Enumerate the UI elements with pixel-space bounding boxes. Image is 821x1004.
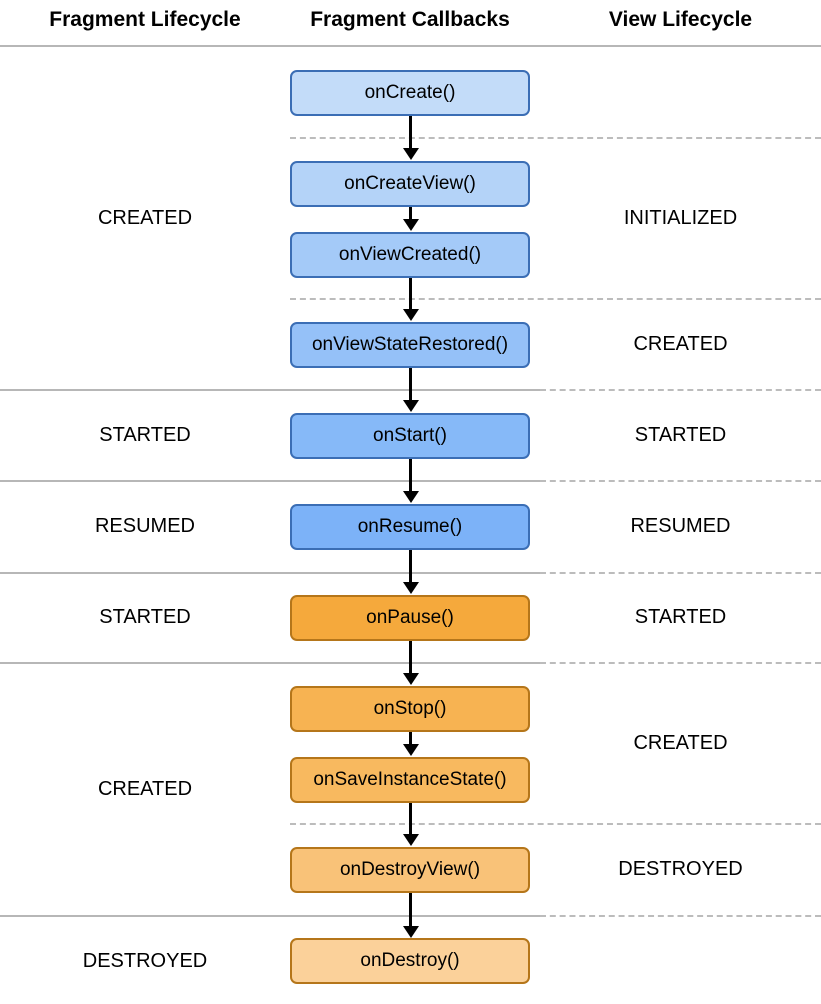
separator-solid-1 (0, 389, 540, 391)
callback-box-onviewstaterestored[interactable]: onViewStateRestored() (290, 322, 530, 368)
arrow-onstop-to-onsaveinstancestate (402, 732, 419, 756)
view-state-started-1: STARTED (634, 424, 727, 446)
arrow-oncreateview-to-onviewcreated (402, 207, 419, 231)
view-state-created-2: CREATED (633, 732, 728, 754)
arrow-onviewcreated-to-onviewstaterestored (402, 278, 419, 321)
separator-dashed-3 (540, 389, 821, 391)
separator-solid-2 (0, 480, 540, 482)
arrow-onstart-to-onresume (402, 459, 419, 503)
callback-box-ondestroy[interactable]: onDestroy() (290, 938, 530, 984)
arrow-onsaveinstancestate-to-ondestroyview (402, 802, 419, 846)
arrow-onpause-to-onstop (402, 641, 419, 685)
fragment-state-resumed: RESUMED (94, 515, 195, 537)
callback-box-oncreate[interactable]: onCreate() (290, 70, 530, 116)
column-header-fragment-callbacks: Fragment Callbacks (310, 8, 510, 31)
callback-box-onstop[interactable]: onStop() (290, 686, 530, 732)
view-state-destroyed: DESTROYED (618, 858, 743, 880)
callback-box-ondestroyview[interactable]: onDestroyView() (290, 847, 530, 893)
separator-dashed-6 (540, 662, 821, 664)
separator-dashed-7 (290, 823, 821, 825)
callback-box-onviewcreated[interactable]: onViewCreated() (290, 232, 530, 278)
separator-solid-4 (0, 662, 540, 664)
view-state-created-1: CREATED (633, 333, 728, 355)
separator-dashed-8 (540, 915, 821, 917)
separator-dashed-1 (290, 137, 821, 139)
callback-box-onstart[interactable]: onStart() (290, 413, 530, 459)
column-header-fragment-lifecycle: Fragment Lifecycle (49, 8, 241, 31)
callback-box-onsaveinstancestate[interactable]: onSaveInstanceState() (290, 757, 530, 803)
fragment-state-created-1: CREATED (97, 207, 193, 229)
arrow-onresume-to-onpause (402, 550, 419, 594)
arrow-ondestroyview-to-ondestroy (402, 893, 419, 938)
callback-box-onpause[interactable]: onPause() (290, 595, 530, 641)
separator-dashed-2 (290, 298, 821, 300)
fragment-state-created-2: CREATED (97, 778, 193, 800)
arrow-onviewstaterestored-to-onstart (402, 368, 419, 412)
callback-box-oncreateview[interactable]: onCreateView() (290, 161, 530, 207)
separator-dashed-4 (540, 480, 821, 482)
header-divider (0, 45, 821, 47)
separator-dashed-5 (540, 572, 821, 574)
arrow-oncreate-to-oncreateview (402, 116, 419, 160)
view-state-initialized: INITIALIZED (623, 207, 738, 229)
separator-solid-3 (0, 572, 540, 574)
separator-solid-5 (0, 915, 540, 917)
column-header-view-lifecycle: View Lifecycle (608, 8, 753, 31)
view-state-started-2: STARTED (634, 606, 727, 628)
view-state-resumed: RESUMED (630, 515, 731, 537)
fragment-state-started-2: STARTED (99, 606, 191, 628)
fragment-state-destroyed: DESTROYED (82, 950, 208, 972)
fragment-state-started-1: STARTED (99, 424, 191, 446)
callback-box-onresume[interactable]: onResume() (290, 504, 530, 550)
